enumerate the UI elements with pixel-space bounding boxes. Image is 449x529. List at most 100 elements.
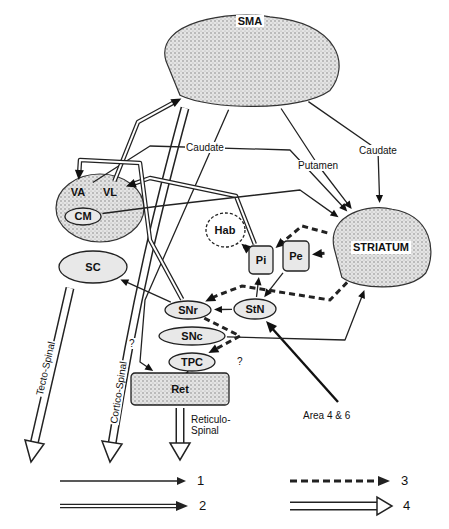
connector-line: [102, 190, 334, 214]
tract-label: Reticulo-Spinal: [190, 414, 244, 436]
arrowhead: [120, 279, 129, 286]
legend-sample: [60, 505, 176, 507]
arrowhead: [214, 306, 222, 313]
node-label: Hab: [213, 224, 238, 236]
tecto-spinal-tract: [34, 288, 70, 444]
arrowhead: [376, 195, 383, 203]
nucleus-ellipse: SNr: [164, 300, 212, 320]
legend-sample: [60, 480, 180, 481]
arrowhead: [312, 249, 322, 258]
nucleus-ellipse: StN: [233, 298, 277, 320]
connector-line: [268, 273, 283, 293]
node-shape: [206, 213, 245, 247]
node-label: Ret: [169, 383, 191, 395]
node-shape: [165, 15, 339, 106]
pathway-connector: [93, 146, 347, 211]
node-shape: [165, 301, 211, 319]
legend-sample: [378, 476, 390, 486]
node-label: SC: [83, 261, 102, 273]
arrowhead: [330, 210, 339, 218]
pathway-label: Putamen: [297, 160, 339, 171]
tecto-spinal-tract-core: [34, 288, 70, 444]
node-shape: [333, 208, 431, 287]
connector-line: [93, 146, 344, 207]
arrowhead: [254, 277, 261, 285]
pathway-connector: [312, 249, 325, 258]
node-label: VL: [101, 186, 119, 198]
pathway-connector: [214, 306, 232, 313]
habenula-circle: Hab: [205, 212, 246, 248]
thalamic-nucleus: VL: [96, 182, 124, 202]
node-shape: [159, 327, 225, 345]
pallidum-box: Pe: [282, 240, 310, 272]
reticular-box: Ret: [130, 372, 230, 406]
legend-text: 1: [196, 474, 205, 488]
node-shape: [234, 299, 276, 319]
node-label: Pe: [287, 250, 304, 262]
connector-line: [281, 109, 348, 205]
connector-line: [126, 282, 171, 303]
node-label: SMA: [236, 15, 264, 27]
query-mark: ?: [128, 338, 136, 349]
node-label: VA: [69, 186, 87, 198]
striatum-blob: STRIATUM: [325, 205, 437, 290]
pathway-label: Caudate: [358, 145, 398, 156]
legend-text: 2: [198, 499, 207, 513]
node-label: SNr: [176, 304, 200, 316]
legend-sample: [290, 480, 380, 483]
node-shape: [131, 373, 229, 405]
node-label: StN: [244, 303, 267, 315]
pathway-connector: [205, 282, 347, 301]
pathway-connector: [281, 109, 352, 210]
pathway-connector: [254, 277, 261, 297]
node-label: TPC: [179, 356, 205, 368]
node-label: Pi: [254, 254, 268, 266]
arrowhead: [126, 179, 137, 188]
arrowhead: [266, 321, 277, 333]
connector-line: [114, 102, 175, 181]
arrowhead: [75, 170, 84, 180]
nucleus-ellipse: SNc: [158, 326, 226, 346]
tract-arrowhead: [25, 440, 44, 462]
arrowhead: [208, 344, 219, 353]
connector-line: [211, 282, 348, 300]
pallidum-box: Pi: [248, 245, 274, 275]
legend-text: 4: [402, 499, 411, 513]
arrowhead: [358, 290, 365, 299]
source-label: Area 4 & 6: [302, 410, 351, 421]
thalamic-nucleus: VA: [64, 182, 92, 202]
cortex-area: SMA: [150, 12, 350, 110]
pathway-label: Caudate: [185, 142, 225, 153]
node-shape: [65, 208, 101, 225]
arrowhead: [264, 289, 272, 298]
query-mark: ?: [236, 356, 244, 367]
area-4-6-fibre: [270, 326, 338, 402]
node-shape: [249, 246, 273, 274]
pathway-connector: [114, 98, 181, 181]
node-shape: [283, 241, 309, 271]
arrowhead: [145, 363, 154, 371]
pathway-connector: [264, 273, 283, 297]
node-label: CM: [72, 210, 93, 222]
node-shape: [59, 251, 127, 283]
node-shape: [169, 353, 215, 371]
nucleus-ellipse: TPC: [168, 352, 216, 372]
legend-sample: [60, 504, 176, 509]
node-label: STRIATUM: [351, 241, 411, 253]
reticulo-spinal-tract-core: [177, 406, 183, 444]
connector-core: [114, 102, 175, 181]
thalamus-blob: [56, 174, 144, 242]
arrowhead: [170, 98, 181, 107]
legend-sample: [377, 497, 392, 515]
legend-sample: [176, 501, 188, 511]
arrowhead: [205, 293, 216, 302]
tract-arrowhead: [102, 441, 122, 462]
tract-label: Cortico-Spinal: [107, 359, 128, 425]
connector-line: [227, 295, 363, 340]
tract-arrowhead: [170, 443, 190, 460]
arrowhead: [339, 203, 347, 211]
legend-text: 3: [400, 474, 409, 488]
node-label: SNc: [179, 330, 204, 342]
pathway-connector: [227, 290, 365, 340]
legend-sample: [288, 503, 378, 509]
